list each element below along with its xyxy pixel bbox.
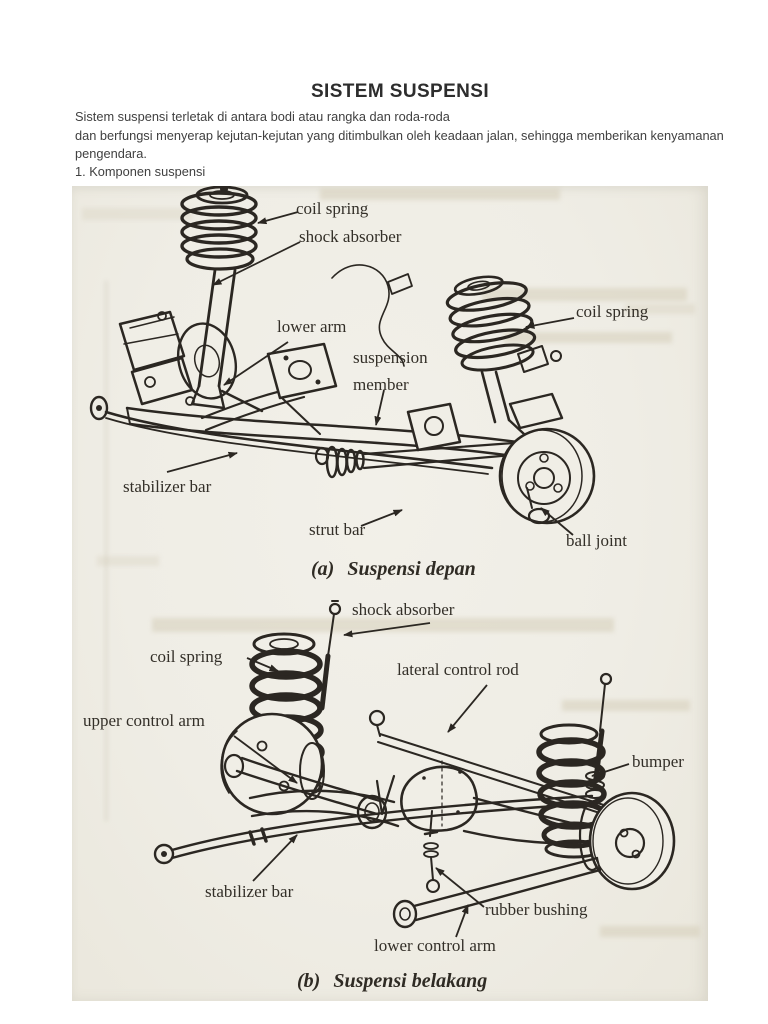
label-coil-spring-front: coil spring xyxy=(296,199,369,218)
label-coil-spring-front-right: coil spring xyxy=(576,302,649,321)
diagram-artwork xyxy=(82,186,700,938)
caption-front-index: (a) xyxy=(311,558,335,580)
label-upper-control-arm: upper control arm xyxy=(83,711,205,730)
caption-rear-index: (b) xyxy=(297,970,321,992)
intro-line-1: Sistem suspensi terletak di antara bodi … xyxy=(75,109,450,124)
label-rubber-bushing: rubber bushing xyxy=(485,900,588,919)
intro-line-3: pengendara. xyxy=(75,146,147,162)
caption-rear-suspension: (b) Suspensi belakang xyxy=(297,970,487,993)
suspension-scan-figure: coil spring shock absorber lower arm sus… xyxy=(72,186,708,1001)
section-heading: 1. Komponen suspensi xyxy=(75,164,206,179)
intro-paragraph: Sistem suspensi terletak di antara bodi … xyxy=(75,108,747,164)
label-coil-spring-rear: coil spring xyxy=(150,647,223,666)
label-suspension-member: suspension member xyxy=(353,344,428,398)
label-stabilizer-bar-front: stabilizer bar xyxy=(123,477,212,496)
label-shock-absorber-front: shock absorber xyxy=(299,227,402,246)
scan-bleedthrough-artifacts xyxy=(82,188,700,937)
label-bumper: bumper xyxy=(632,752,684,771)
label-strut-bar: strut bar xyxy=(309,520,366,539)
leader-arrows xyxy=(166,211,630,938)
label-ball-joint: ball joint xyxy=(566,531,627,550)
page-title: SISTEM SUSPENSI xyxy=(310,81,490,102)
label-suspension-member-line1: suspension xyxy=(353,348,428,367)
rear-suspension-drawing xyxy=(153,600,676,929)
label-suspension-member-line2: member xyxy=(353,375,409,394)
front-suspension-drawing xyxy=(89,186,596,525)
intro-line-2: dan berfungsi menyerap kejutan-kejutan y… xyxy=(75,127,724,143)
label-shock-absorber-rear: shock absorber xyxy=(352,600,455,619)
caption-rear-text: Suspensi belakang xyxy=(333,970,488,992)
label-lower-control-arm: lower control arm xyxy=(374,936,496,955)
caption-front-text: Suspensi depan xyxy=(347,558,476,580)
caption-front-suspension: (a) Suspensi depan xyxy=(311,558,476,581)
label-lateral-control-rod: lateral control rod xyxy=(397,660,519,679)
label-stabilizer-bar-rear: stabilizer bar xyxy=(205,882,294,901)
label-lower-arm: lower arm xyxy=(277,317,347,336)
